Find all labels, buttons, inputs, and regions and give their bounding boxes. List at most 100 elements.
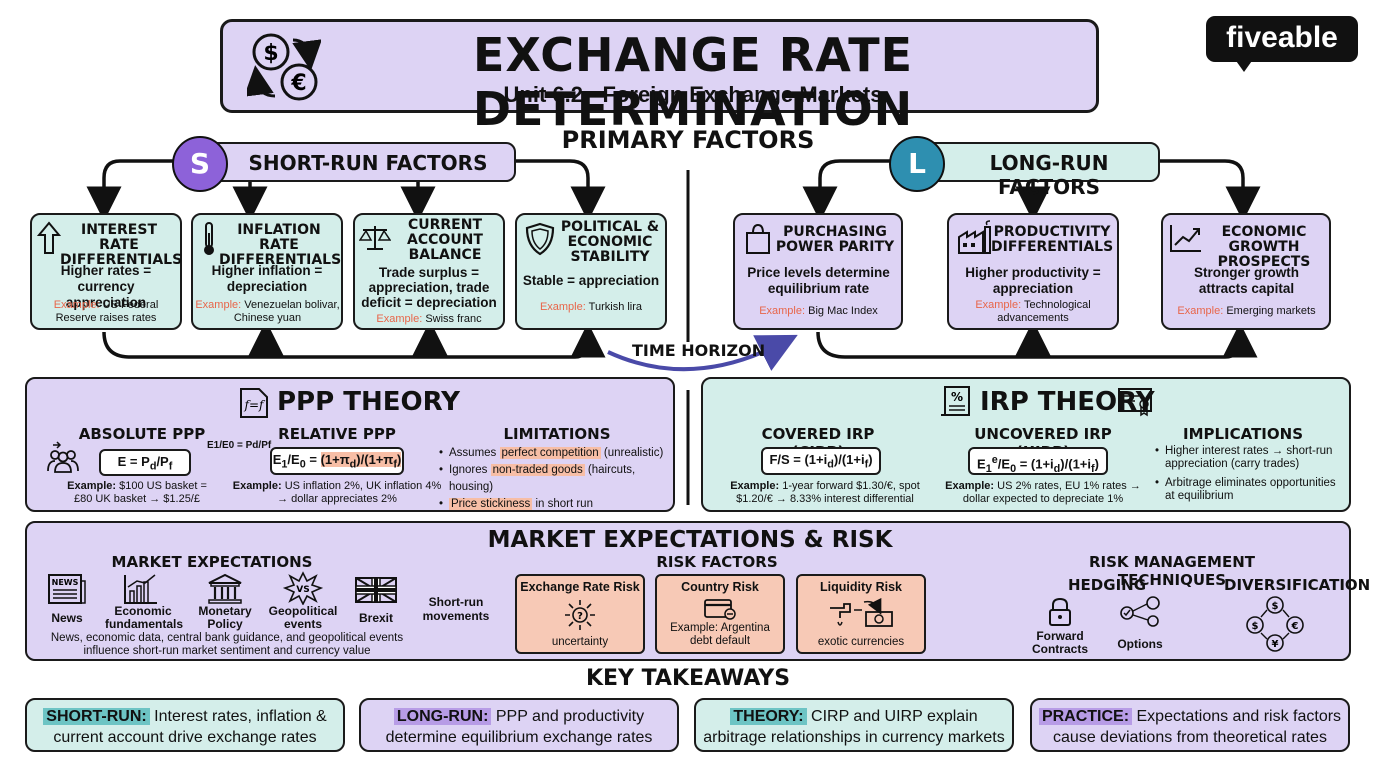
absolute-ppp-title: ABSOLUTE PPP xyxy=(78,425,206,443)
key-takeaways-heading: KEY TAKEAWAYS xyxy=(585,666,791,691)
factor-text: Trade surplus = appreciation, trade defi… xyxy=(361,265,497,310)
risk-country: Country Risk Example: Argentina debt def… xyxy=(655,574,785,654)
svg-text:f=f: f=f xyxy=(244,398,266,412)
factor-inflation-rate: INFLATION RATE DIFFERENTIALS Higher infl… xyxy=(191,213,343,330)
factor-title: INFLATION RATE DIFFERENTIALS xyxy=(219,222,342,268)
short-run-title: SHORT-RUN FACTORS xyxy=(248,151,488,175)
risk-title: Country Risk xyxy=(681,580,759,594)
risk-exchange-rate: Exchange Rate Risk ? uncertainty xyxy=(515,574,645,654)
credit-card-icon xyxy=(704,599,736,620)
certificate-icon xyxy=(1118,388,1152,417)
list-item: Assumes perfect competition (unrealistic… xyxy=(439,445,675,462)
takeaway-text: PRACTICE: Expectations and risk factors … xyxy=(1036,706,1344,748)
factor-title: CURRENT ACCOUNT BALANCE xyxy=(407,217,483,263)
newspaper-icon: NEWS xyxy=(48,574,86,604)
shield-icon xyxy=(525,222,555,256)
absolute-ppp-equation: E = Pd/Pf xyxy=(99,449,191,476)
factor-example: Example: Turkish lira xyxy=(539,301,643,313)
formula-document-icon: f=f xyxy=(240,388,268,418)
thermometer-icon xyxy=(204,222,214,255)
limitations-title: LIMITATIONS xyxy=(503,425,611,443)
risk-factors-title: RISK FACTORS xyxy=(656,553,778,571)
market-expectations-title: MARKET EXPECTATIONS xyxy=(111,553,313,571)
currency-exchange-icon: $ € xyxy=(247,33,321,101)
factor-example: Example: Swiss franc xyxy=(376,313,482,325)
question-burst-icon: ? xyxy=(565,600,595,630)
svg-text:VS: VS xyxy=(296,585,309,595)
page-subtitle: Unit 6.2 - Foreign Exchange Markets xyxy=(503,82,883,107)
risk-text: exotic currencies xyxy=(817,636,905,648)
svg-text:%: % xyxy=(951,390,963,404)
expectation-news: News xyxy=(51,611,83,625)
factor-ppp: PURCHASING POWER PARITY Price levels det… xyxy=(733,213,903,330)
options-icon xyxy=(1120,596,1160,627)
shopping-bag-icon xyxy=(746,223,770,254)
relative-ppp-title: RELATIVE PPP xyxy=(278,425,396,443)
absolute-ppp-example: Example: $100 US basket = £80 UK basket … xyxy=(67,480,207,505)
factor-text: Price levels determine equilibrium rate xyxy=(747,265,890,296)
diversification-label: DIVERSIFICATION xyxy=(1224,576,1371,594)
uirp-equation: E1e/E0 = (1+id)/(1+if) xyxy=(968,447,1108,475)
ppp-title: PPP THEORY xyxy=(277,387,461,417)
takeaway-practice: PRACTICE: Expectations and risk factors … xyxy=(1030,698,1350,752)
factor-political-stability: POLITICAL & ECONOMIC STABILITY Stable = … xyxy=(515,213,667,330)
tool-options: Options xyxy=(1117,637,1163,651)
factor-example: Example: Technological advancements xyxy=(975,299,1091,324)
svg-text:NEWS: NEWS xyxy=(52,578,79,587)
implications-title: IMPLICATIONS xyxy=(1182,425,1303,443)
takeaway-long-run: LONG-RUN: PPP and productivity determine… xyxy=(359,698,679,752)
scales-icon xyxy=(359,226,391,250)
svg-text:?: ? xyxy=(577,611,583,622)
factor-example: Example: Emerging markets xyxy=(1177,305,1316,317)
factor-title: POLITICAL & ECONOMIC STABILITY xyxy=(560,219,660,265)
expectation-geopolitical-events: Geopolitical events xyxy=(268,604,338,631)
explosion-icon: VS xyxy=(283,571,323,605)
svg-text:$: $ xyxy=(1272,601,1279,612)
bank-icon xyxy=(208,573,242,604)
risk-text: uncertainty xyxy=(551,636,609,648)
factor-title: INTEREST RATE DIFFERENTIALS xyxy=(60,222,183,268)
takeaway-short-run: SHORT-RUN: Interest rates, inflation & c… xyxy=(25,698,345,752)
expectation-economic-fundamentals: Economic fundamentals xyxy=(105,604,184,631)
factor-example: Example: US Federal Reserve raises rates xyxy=(53,299,159,324)
tap-money-icon xyxy=(830,598,893,627)
brand-logo-text: fiveable xyxy=(1226,21,1338,54)
growth-chart-icon xyxy=(1170,225,1201,252)
arrow-up-icon xyxy=(37,221,61,254)
header-banner: $ € EXCHANGE RATE DETERMINATION Unit 6.2… xyxy=(220,19,1099,136)
factor-example: Example: Big Mac Index xyxy=(759,305,878,317)
lock-icon xyxy=(1049,597,1071,626)
long-run-badge: L xyxy=(889,136,945,192)
list-item: Ignores non-traded goods (haircuts, hous… xyxy=(439,462,675,496)
svg-text:$: $ xyxy=(1252,621,1259,632)
page-title: EXCHANGE RATE DETERMINATION xyxy=(472,28,914,136)
time-horizon-label: TIME HORIZON xyxy=(632,341,766,360)
short-run-badge: S xyxy=(172,136,228,192)
expectation-brexit: Brexit xyxy=(358,611,393,625)
market-risk-title: MARKET EXPECTATIONS & RISK xyxy=(487,527,893,553)
factor-text: Higher productivity = appreciation xyxy=(965,265,1101,296)
short-run-movements-label: Short-run movements xyxy=(422,595,490,623)
long-run-title: LONG-RUN FACTORS xyxy=(989,151,1109,199)
takeaway-text: LONG-RUN: PPP and productivity determine… xyxy=(385,708,653,746)
factor-interest-rate: INTEREST RATE DIFFERENTIALS Higher rates… xyxy=(30,213,182,330)
factor-growth: ECONOMIC GROWTH PROSPECTS Stronger growt… xyxy=(1161,213,1331,330)
svg-text:€: € xyxy=(1291,621,1299,632)
factor-title: PRODUCTIVITY DIFFERENTIALS xyxy=(991,224,1114,255)
factor-text: Stronger growth attracts capital xyxy=(1194,265,1299,296)
uk-flag-icon xyxy=(355,577,397,603)
takeaway-text: THEORY: CIRP and UIRP explain arbitrage … xyxy=(703,708,1005,746)
currency-cycle-icon: $$€¥ xyxy=(1246,596,1304,652)
relative-ppp-equation: E1/E0 = (1+πd)/(1+πf) xyxy=(270,447,404,475)
hedging-label: HEDGING xyxy=(1068,576,1147,594)
factory-icon xyxy=(958,220,991,254)
factor-text: Stable = appreciation xyxy=(522,273,660,288)
factor-title: PURCHASING POWER PARITY xyxy=(775,224,895,255)
primary-factors-heading: PRIMARY FACTORS xyxy=(561,126,815,154)
list-item: Arbitrage eliminates opportunities at eq… xyxy=(1155,477,1345,503)
market-risk-panel: MARKET EXPECTATIONS & RISK MARKET EXPECT… xyxy=(25,521,1370,661)
factor-example: Example: Venezuelan bolivar, Chinese yua… xyxy=(195,299,340,324)
limitations-list: Assumes perfect competition (unrealistic… xyxy=(439,445,675,513)
tool-forward-contracts: Forward Contracts xyxy=(1031,629,1088,656)
cirp-equation: F/S = (1+id)/(1+if) xyxy=(761,447,881,475)
